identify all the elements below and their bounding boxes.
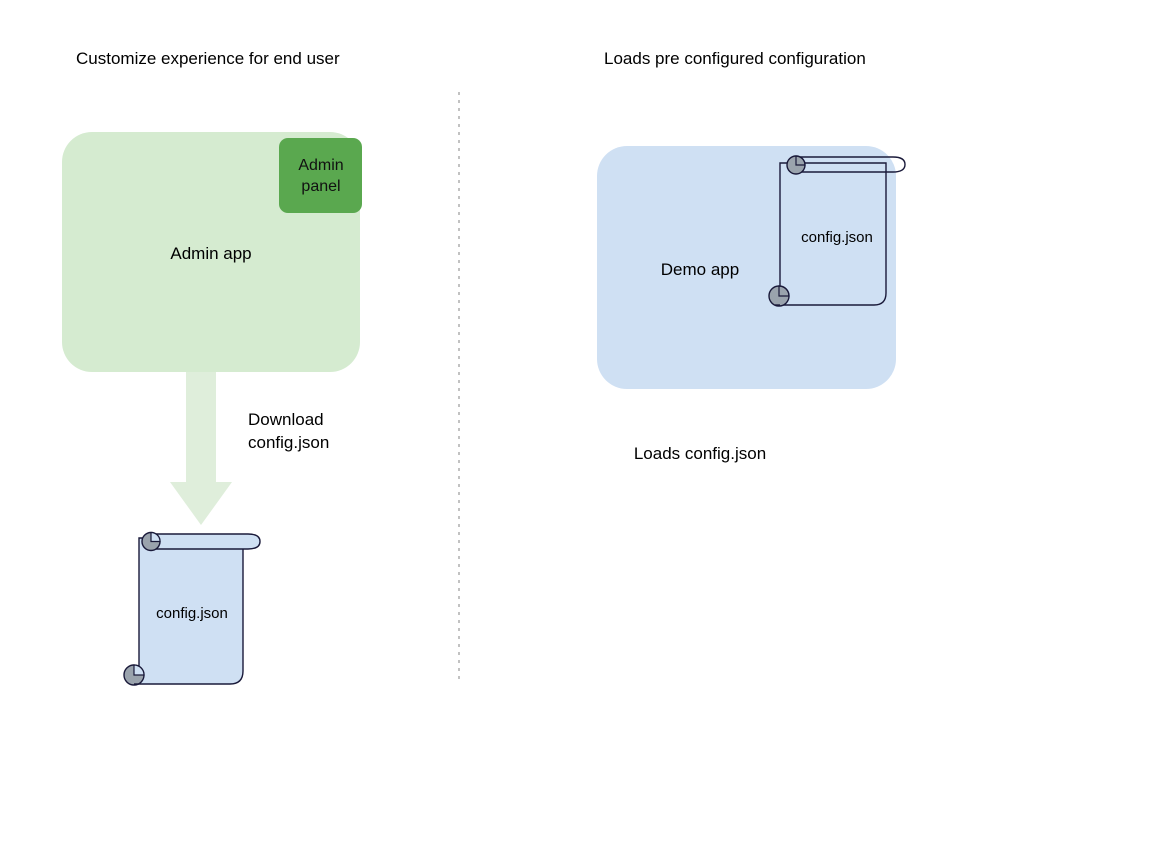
config-json-document-right[interactable]: [768, 155, 906, 307]
admin-app-label: Admin app: [170, 244, 252, 263]
left-panel-heading: Customize experience for end user: [76, 49, 340, 68]
config-json-label-left: config.json: [156, 605, 228, 622]
admin-panel-badge[interactable]: [279, 138, 362, 213]
download-arrow-label: Download config.json: [248, 410, 330, 452]
down-block-arrow-icon: [170, 360, 232, 525]
right-panel-heading: Loads pre configured configuration: [604, 49, 866, 68]
demo-app-label: Demo app: [660, 260, 740, 279]
demo-app-box[interactable]: [597, 146, 896, 389]
admin-panel-label: Admin panel: [298, 157, 344, 195]
config-json-document-left[interactable]: [123, 531, 261, 686]
config-json-label-right: config.json: [801, 229, 873, 246]
loads-config-caption: Loads config.json: [633, 444, 767, 463]
